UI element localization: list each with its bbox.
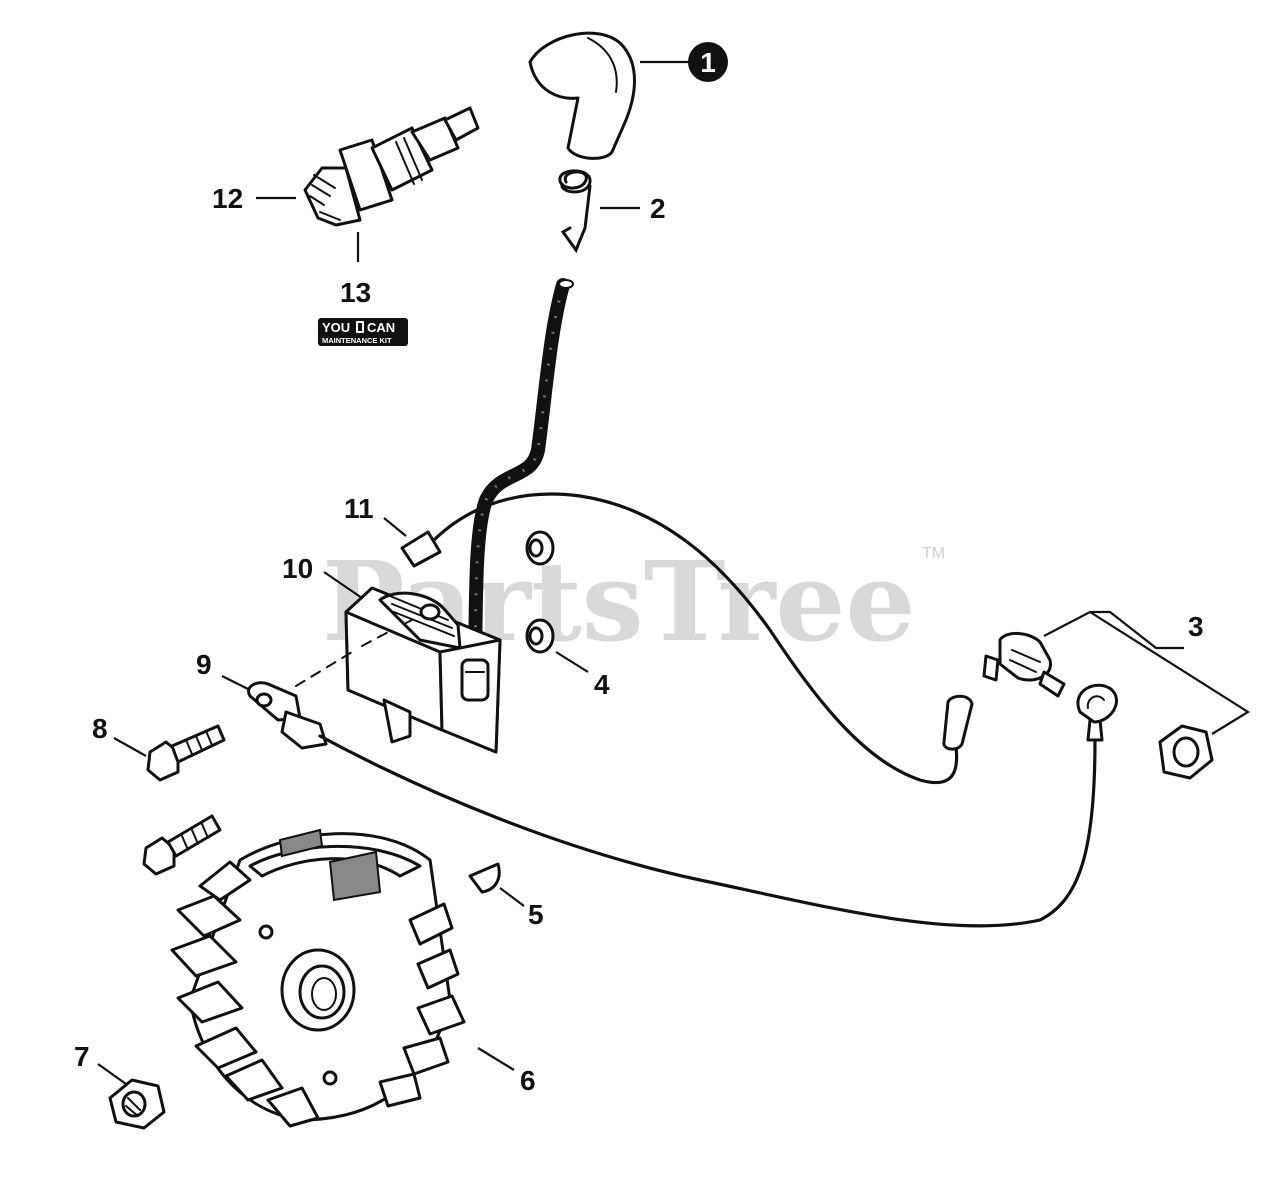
- part-ignition-coil[interactable]: [344, 586, 502, 754]
- part-stop-switch[interactable]: [982, 632, 1066, 698]
- assembly-dashed-line: [295, 615, 421, 687]
- part-spring[interactable]: [558, 169, 592, 254]
- part-flywheel[interactable]: [170, 828, 466, 1128]
- part-screw-upper[interactable]: [146, 724, 226, 782]
- ignition-lead: [468, 278, 570, 675]
- leader-3: [1043, 610, 1251, 735]
- part-spacer-upper[interactable]: [525, 530, 555, 566]
- leader-10: [323, 571, 363, 599]
- kit-badge-can: CAN: [367, 320, 395, 335]
- callout-10[interactable]: 10: [282, 553, 313, 584]
- part-nut[interactable]: [1158, 724, 1214, 780]
- leader-5: [499, 887, 525, 907]
- callout-4[interactable]: 4: [594, 669, 610, 700]
- maintenance-kit-badge: YOU CAN MAINTENANCE KIT: [318, 318, 408, 346]
- callout-8[interactable]: 8: [92, 713, 108, 744]
- callout-1[interactable]: 1: [700, 47, 716, 78]
- part-spacer-lower[interactable]: [525, 618, 555, 654]
- leader-11: [383, 517, 407, 537]
- callout-3[interactable]: 3: [1188, 611, 1204, 642]
- leader-9: [221, 675, 251, 691]
- part-ground-terminal[interactable]: [247, 681, 1118, 928]
- watermark-trademark: TM: [922, 545, 945, 562]
- callout-13[interactable]: 13: [340, 277, 371, 308]
- part-flange-nut[interactable]: [108, 1078, 166, 1130]
- leader-8: [113, 737, 147, 757]
- callout-2[interactable]: 2: [650, 193, 666, 224]
- part-connector[interactable]: [400, 492, 974, 785]
- callout-1-badge[interactable]: [688, 42, 728, 82]
- part-screw-lower[interactable]: [142, 814, 222, 876]
- callout-12[interactable]: 12: [212, 183, 243, 214]
- callout-5[interactable]: 5: [528, 899, 544, 930]
- part-spark-plug[interactable]: [303, 106, 480, 227]
- callout-6[interactable]: 6: [520, 1065, 536, 1096]
- leader-6: [477, 1047, 515, 1071]
- callout-11[interactable]: 11: [344, 493, 374, 524]
- kit-badge-you: YOU: [322, 320, 350, 335]
- kit-badge-maintenance: MAINTENANCE KIT: [322, 336, 392, 345]
- leader-7: [97, 1063, 127, 1085]
- part-woodruff-key[interactable]: [468, 862, 501, 894]
- callout-9[interactable]: 9: [196, 649, 212, 680]
- leader-4: [555, 651, 589, 673]
- part-spark-plug-boot[interactable]: [528, 31, 636, 160]
- callout-7[interactable]: 7: [74, 1041, 90, 1072]
